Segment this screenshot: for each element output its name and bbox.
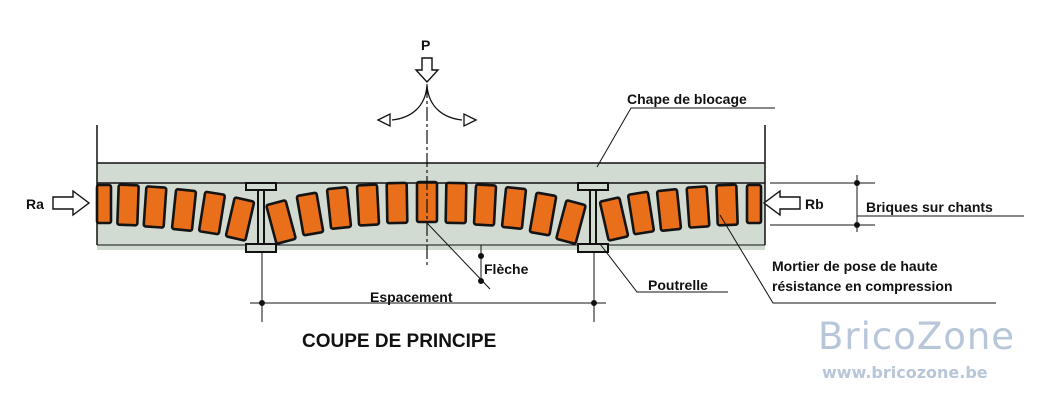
bricks-label: Briques sur chants: [866, 199, 993, 215]
brick: [500, 185, 528, 231]
brick: [265, 199, 297, 245]
brick: [116, 183, 140, 227]
watermark-brand: BricoZone: [818, 315, 1015, 358]
reaction-left-label: Ra: [26, 196, 44, 212]
brick: [142, 185, 168, 229]
deflection-dimension: [426, 222, 491, 290]
deflection-label: Flèche: [484, 261, 529, 277]
brick: [295, 191, 325, 237]
spacing-dimension: [250, 252, 606, 322]
mortar-outline: [96, 125, 766, 246]
mortar-label-line2: résistance en compression: [772, 278, 953, 294]
load-arrow: [414, 57, 440, 84]
brick: [472, 183, 498, 227]
brick: [325, 185, 353, 231]
leader-lines: [596, 107, 1024, 304]
brick: [715, 183, 739, 227]
brick: [385, 181, 409, 225]
reaction-right-label: Rb: [805, 196, 824, 212]
joist-right: [577, 182, 609, 253]
bending-arrows: [376, 85, 478, 128]
mortar-label-line1: Mortier de pose de haute: [772, 258, 938, 274]
brick: [555, 199, 587, 245]
brick: [745, 183, 763, 225]
brick: [355, 183, 381, 227]
brick: [95, 183, 113, 225]
brick: [170, 187, 198, 233]
brick: [528, 191, 558, 237]
watermark-url: www.bricozone.be: [822, 363, 988, 382]
reaction-arrow-right: [762, 189, 801, 217]
brick-arches: [95, 180, 763, 245]
brick: [598, 196, 630, 242]
brick: [685, 185, 711, 229]
brick: [224, 196, 256, 242]
brick: [444, 181, 468, 225]
spacing-label: Espacement: [370, 289, 453, 305]
joist-label: Poutrelle: [648, 277, 708, 293]
brick: [655, 187, 683, 233]
reaction-arrow-left: [52, 189, 91, 217]
joist-left: [245, 182, 277, 253]
diagram-title: COUPE DE PRINCIPE: [302, 331, 496, 352]
load-label: P: [421, 37, 430, 53]
brick: [626, 190, 656, 236]
screed-label: Chape de blocage: [627, 91, 747, 107]
brick: [197, 190, 227, 236]
